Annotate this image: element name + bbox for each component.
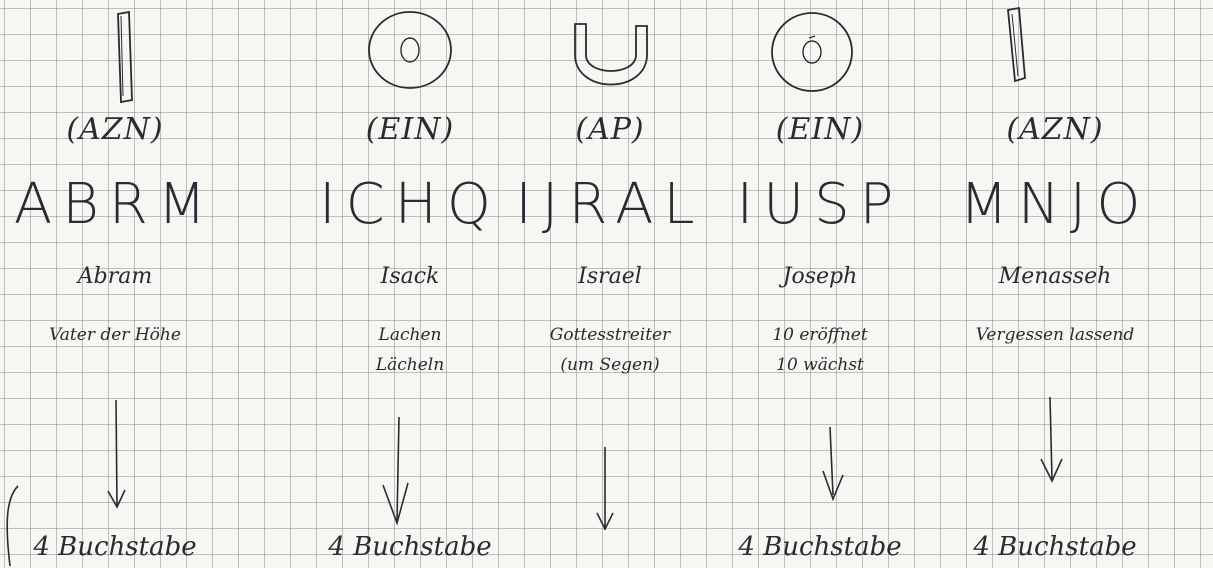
letter-code: IUSP <box>736 172 904 237</box>
class-label: (AP) <box>575 112 645 147</box>
meaning-text: Gottesstreiter (um Segen) <box>495 320 725 380</box>
meaning-text: Vergessen lassend <box>915 320 1195 350</box>
column-manasseh: (AZN) MNJO Menasseh Vergessen lassend 4 … <box>915 0 1195 568</box>
margin-bracket <box>2 484 20 568</box>
down-arrow-icon <box>915 395 1195 530</box>
meaning-text: 10 eröffnet 10 wächst <box>705 320 935 380</box>
down-arrow-icon <box>0 395 230 530</box>
letter-code: ABRM <box>13 172 217 237</box>
name-label: Abram <box>77 264 153 289</box>
meaning-text: Vater der Höhe <box>0 320 230 350</box>
meaning-text: Lachen Lächeln <box>295 320 525 380</box>
name-label: Isack <box>380 264 440 289</box>
ring-symbol <box>295 4 525 104</box>
name-label: Israel <box>578 264 642 289</box>
column-joseph: (EIN) IUSP Joseph 10 eröffnet 10 wächst … <box>705 0 935 568</box>
down-arrow-icon <box>705 395 935 530</box>
meaning-line: Lächeln <box>375 355 445 375</box>
column-isaak: (EIN) ICHQ Isack Lachen Lächeln 4 Buchst… <box>295 0 525 568</box>
class-label: (EIN) <box>365 112 455 147</box>
letter-count-note: 4 Buchstabe <box>973 532 1137 562</box>
class-label: (AZN) <box>1006 112 1104 147</box>
letter-code: ICHQ <box>319 172 501 237</box>
meaning-line: Vergessen lassend <box>975 325 1135 345</box>
meaning-line: 10 eröffnet <box>772 325 868 345</box>
letter-count-note: 4 Buchstabe <box>738 532 902 562</box>
meaning-line: Vater der Höhe <box>49 325 181 345</box>
name-label: Menasseh <box>998 264 1112 289</box>
meaning-line: Lachen <box>378 325 442 345</box>
ring-symbol <box>705 4 935 104</box>
class-label: (EIN) <box>775 112 865 147</box>
class-label: (AZN) <box>66 112 164 147</box>
column-israel: (AP) IJRAL Israel Gottesstreiter (um Seg… <box>495 0 725 568</box>
name-label: Joseph <box>782 264 858 289</box>
letter-count-note: 4 Buchstabe <box>33 532 197 562</box>
letter-code: MNJO <box>959 172 1151 237</box>
meaning-line: (um Segen) <box>560 355 660 375</box>
column-abram: (AZN) ABRM Abram Vater der Höhe 4 Buchst… <box>0 0 230 568</box>
meaning-line: 10 wächst <box>776 355 864 375</box>
pillar-symbol <box>0 4 230 104</box>
down-arrow-icon <box>495 395 725 530</box>
pillar-symbol <box>915 4 1195 104</box>
meaning-line: Gottesstreiter <box>549 325 671 345</box>
cup-symbol <box>495 4 725 104</box>
down-arrow-icon <box>295 395 525 530</box>
letter-count-note: 4 Buchstabe <box>328 532 492 562</box>
letter-code: IJRAL <box>515 172 705 237</box>
